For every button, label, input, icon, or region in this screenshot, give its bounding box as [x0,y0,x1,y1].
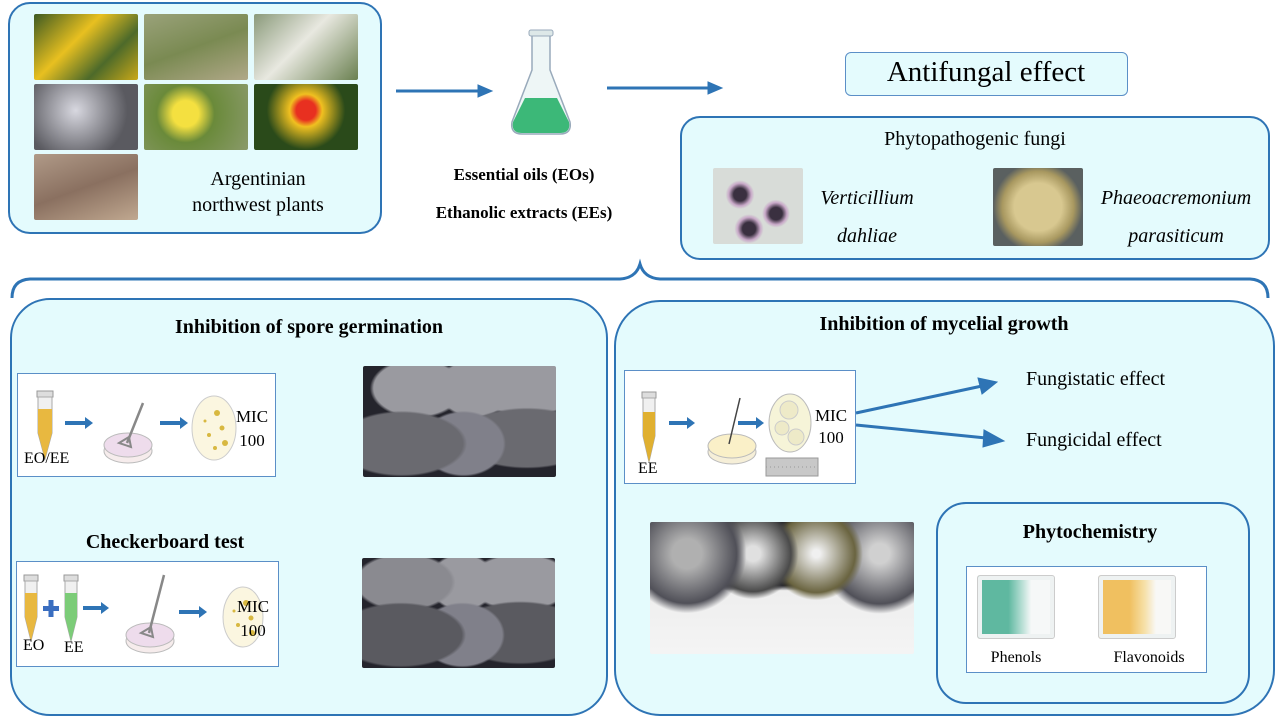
flavonoids-label: Flavonoids [1113,649,1185,666]
arrow-to-fungicidal [855,423,1006,448]
plus-icon [43,600,59,617]
tube-eo-icon [23,574,39,642]
spreader-plate-icon [125,574,175,654]
phaeoacremonium-photo [993,168,1083,246]
mycelial-mic: MIC 100 [815,405,847,449]
mycelium-plate-icon [768,393,812,453]
verticillium-photo [713,168,803,244]
mycelial-protocol-icons [641,391,819,477]
fungistatic-effect: Fungistatic effect [1026,368,1166,390]
arrow-icon [179,606,207,618]
fungicidal-effect: Fungicidal effect [1026,429,1162,451]
plant-photo-white-flowers [254,14,358,80]
tube-ee-icon [63,574,79,642]
phytochemistry-title: Phytochemistry [1022,521,1158,543]
eo-label: Essential oils (EOs) [453,165,595,184]
flavonoids-plate-icon [1098,575,1176,639]
checkerboard-mic-value: 100 [240,621,266,640]
section-brace [10,258,1270,299]
mycelial-plates-photo [650,522,914,654]
checkerboard-plates-photo [362,558,555,668]
phenols-label: Phenols [990,649,1042,666]
checkerboard-mic-label: MIC [236,597,270,616]
verticillium-name: Verticillium dahliae [820,179,913,255]
plant-photo-shrub [144,14,248,80]
spore-mic: MIC 100 [236,405,268,453]
plants-label-line2: northwest plants [192,194,324,216]
fungi-title: Phytopathogenic fungi [884,128,1066,150]
plant-photo-yellow-flowers [34,14,138,80]
antifungal-title: Antifungal effect [886,56,1086,88]
tube-icon [36,390,54,461]
spore-germination-title: Inhibition of spore germination [175,316,443,338]
effect-arrows [855,377,1006,448]
plants-label-line1: Argentinian [210,168,306,190]
plants-label: Argentinian northwest plants [192,166,324,218]
inoculated-plate-icon [707,397,757,465]
phaeoacremonium-name: Phaeoacremonium parasiticum [1101,179,1251,255]
flask-icon [510,29,572,135]
checkerboard-protocol-icons [23,574,264,654]
phenols-plate-icon [977,575,1055,639]
spore-mic-value: 100 [239,431,265,450]
arrow-icon [160,417,188,429]
plant-photo-small-white-flowers [34,84,138,150]
plant-photo-yellow-bloom [144,84,248,150]
arrow-icon [65,417,93,429]
colony-plate-icon [222,586,264,648]
phaeoacremonium-epithet: parasiticum [1128,225,1224,247]
spore-tube-label: EO/EE [24,450,70,467]
mycelial-tube-label: EE [638,460,658,477]
cb-tube-eo-label: EO [23,637,45,654]
spore-mic-label: MIC [235,407,269,426]
arrow-plants-to-flask [396,84,494,98]
arrow-icon [83,602,109,614]
plant-photo-dry-plant [34,154,138,220]
plant-photo-red-flowers [254,84,358,150]
checkerboard-mic: MIC 100 [237,595,269,643]
verticillium-epithet: dahliae [836,225,897,247]
cb-tube-ee-label: EE [64,639,84,656]
tube-icon [641,391,657,463]
spore-protocol-icons [36,390,237,464]
top-arrows [10,29,1270,299]
mycelial-growth-title: Inhibition of mycelial growth [819,313,1069,335]
colony-plate-icon [191,395,237,461]
spreader-plate-icon [103,402,153,464]
verticillium-genus: Verticillium [820,187,914,209]
arrow-flask-to-antifungal [607,81,724,95]
ruler-icon [765,457,819,477]
antifungal-title-box [845,52,1128,96]
mycelial-mic-label: MIC [814,406,848,425]
phaeoacremonium-genus: Phaeoacremonium [1100,187,1252,209]
spore-plates-photo [363,366,556,477]
mycelial-mic-value: 100 [818,428,844,447]
ee-label: Ethanolic extracts (EEs) [435,203,613,222]
arrow-icon [669,417,695,429]
arrow-to-fungistatic [855,377,999,415]
checkerboard-title: Checkerboard test [85,531,245,553]
arrow-icon [738,417,764,429]
